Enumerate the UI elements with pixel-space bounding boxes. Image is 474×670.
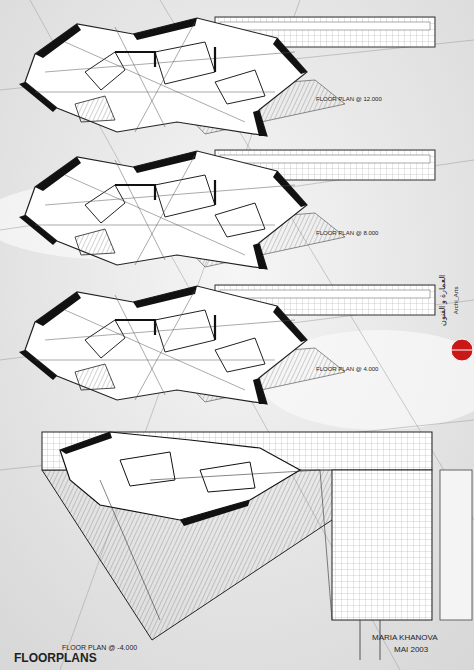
author-name: MARIA KHANOVA bbox=[372, 634, 438, 643]
plan-label: FLOOR PLAN @ 4.000 bbox=[316, 366, 378, 373]
drawing-title: FLOORPLANS bbox=[14, 652, 97, 665]
plan-label: FLOOR PLAN @ -4.000 bbox=[62, 644, 137, 652]
date-text: MAI 2003 bbox=[394, 646, 428, 655]
plan-label: FLOOR PLAN @ 8.000 bbox=[316, 230, 378, 237]
watermark: Archi_Arts bbox=[453, 286, 460, 314]
watermark: العمارة و الفنون bbox=[440, 274, 449, 325]
plan-label: FLOOR PLAN @ 12.000 bbox=[316, 96, 382, 103]
